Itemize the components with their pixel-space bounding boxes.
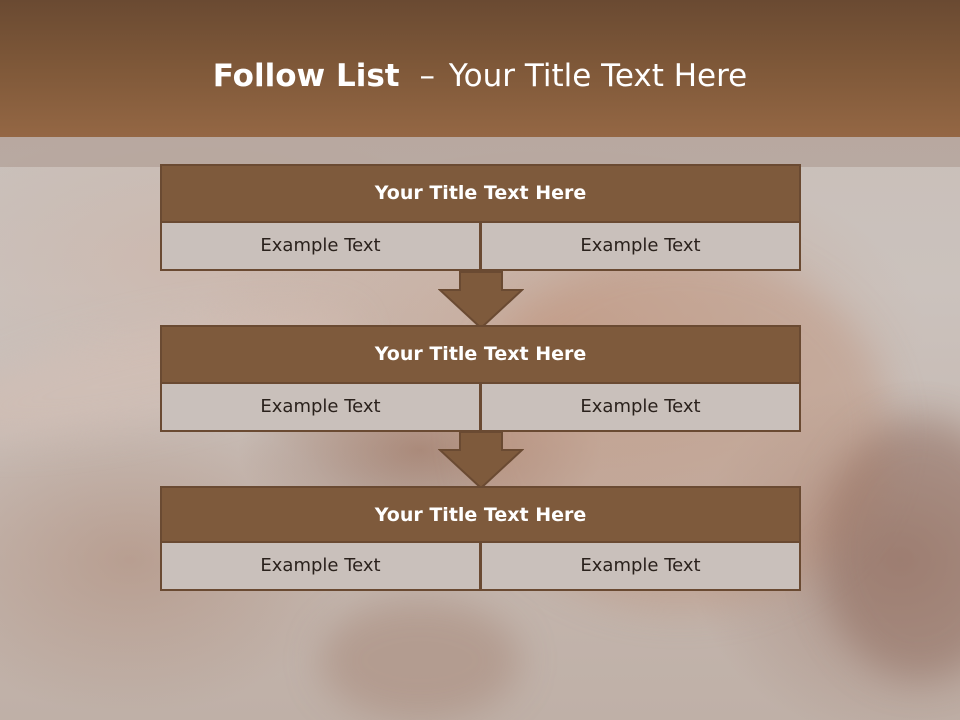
down-arrow-icon xyxy=(438,271,524,329)
step-title: Your Title Text Here xyxy=(160,164,801,223)
step-cell-left: Example Text xyxy=(160,382,481,432)
slide-title: Follow List – Your Title Text Here xyxy=(0,52,960,100)
slide-title-rest: Your Title Text Here xyxy=(448,58,748,94)
background-blur-shape xyxy=(320,600,520,720)
slide-title-separator: – xyxy=(419,58,435,94)
step-title: Your Title Text Here xyxy=(160,325,801,384)
step-cell-left: Example Text xyxy=(160,221,481,271)
step-cell-left: Example Text xyxy=(160,541,481,591)
step-title: Your Title Text Here xyxy=(160,486,801,545)
header-band xyxy=(0,0,960,137)
slide-title-bold: Follow List xyxy=(212,58,400,94)
step-cell-right: Example Text xyxy=(480,221,801,271)
step-cell-right: Example Text xyxy=(480,541,801,591)
step-cell-right: Example Text xyxy=(480,382,801,432)
down-arrow-icon xyxy=(438,431,524,489)
header-sub-band xyxy=(0,137,960,167)
